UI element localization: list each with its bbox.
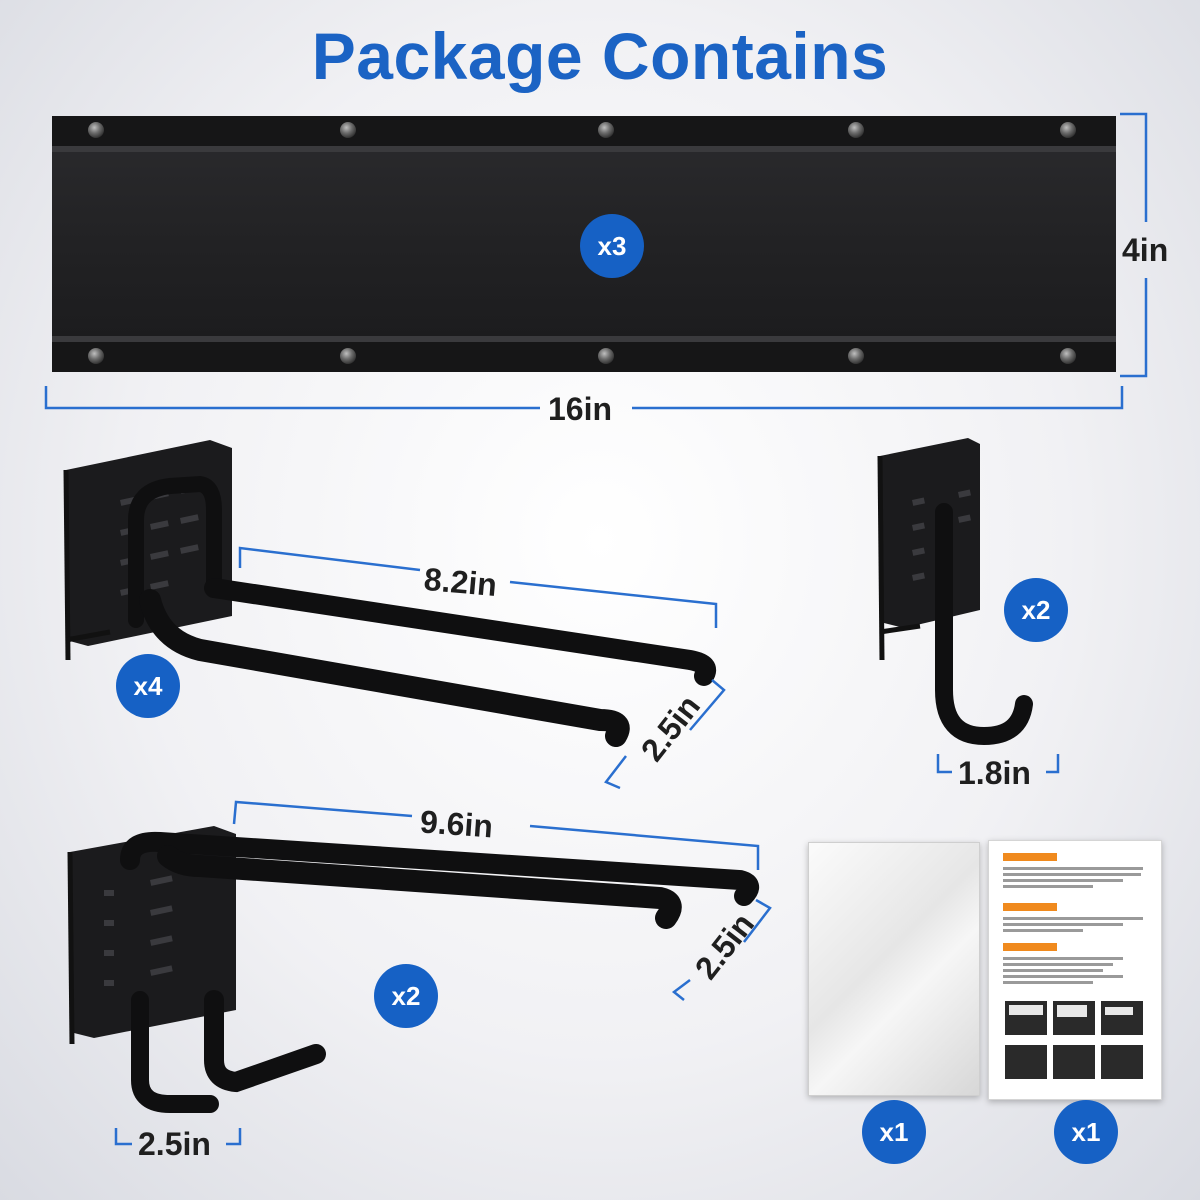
rail-dimension-lines	[44, 112, 1148, 410]
utility-hook-length-label: 9.6in	[418, 803, 495, 845]
j-hook-quantity-badge: x2	[1004, 578, 1068, 642]
rail-quantity-badge: x3	[580, 214, 644, 278]
double-hook-illustration	[63, 440, 717, 747]
manual-page-illustration	[1003, 853, 1143, 1079]
j-hook-illustration	[877, 438, 1033, 746]
double-hook-length-label: 8.2in	[422, 560, 499, 604]
screws-bag	[808, 842, 980, 1096]
instruction-manual	[988, 840, 1162, 1100]
manual-quantity-badge: x1	[1054, 1100, 1118, 1164]
double-hook-quantity-badge: x4	[116, 654, 180, 718]
utility-hook-base-label: 2.5in	[138, 1126, 211, 1162]
double-hook-dimension-lines	[238, 546, 726, 790]
page-title: Package Contains	[311, 19, 889, 93]
rail-width-label: 16in	[548, 391, 613, 427]
rail-height-label: 4in	[1122, 232, 1169, 268]
utility-hook-quantity-badge: x2	[374, 964, 438, 1028]
utility-hook-dimension-lines	[114, 800, 772, 1146]
utility-hook-illustration	[67, 826, 760, 1113]
screws-bag-quantity-badge: x1	[862, 1100, 926, 1164]
j-hook-dimension-line	[936, 754, 1060, 774]
rail-bolts	[88, 122, 1076, 364]
j-hook-width-label: 1.8in	[958, 755, 1031, 791]
